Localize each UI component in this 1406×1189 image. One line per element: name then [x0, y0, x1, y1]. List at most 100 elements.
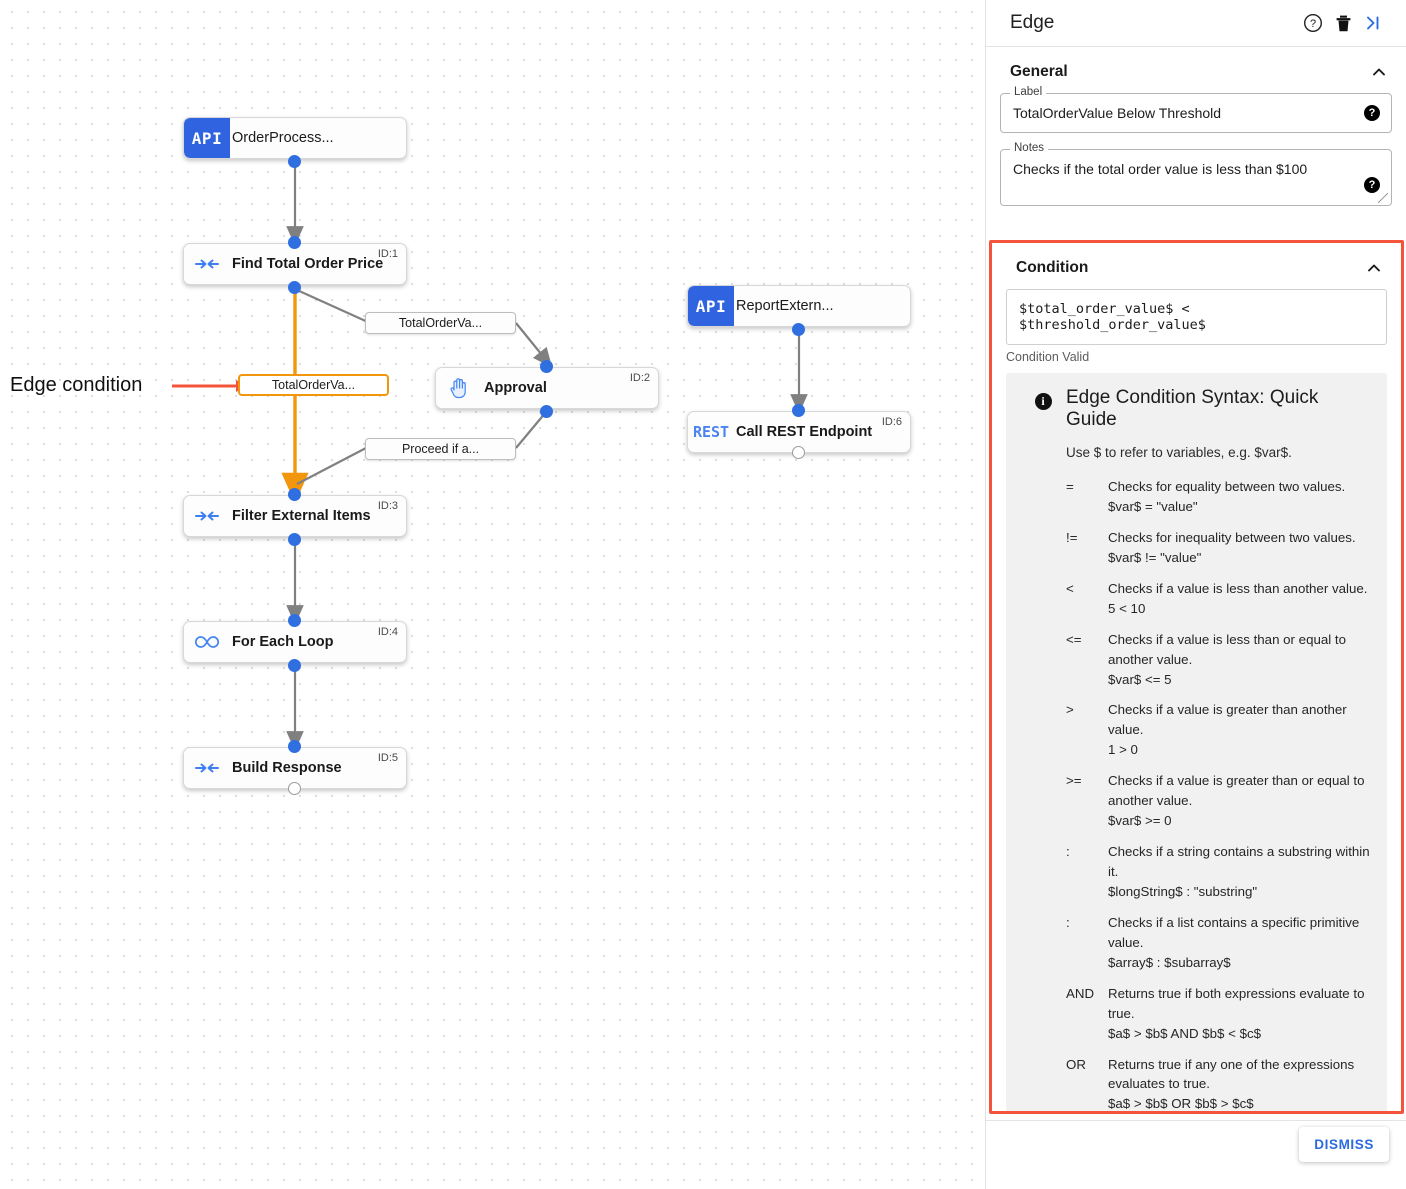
- condition-section-header[interactable]: Condition: [992, 243, 1401, 289]
- node-id-badge: ID:6: [881, 416, 902, 428]
- operator-description: Checks if a value is less than another v…: [1108, 579, 1373, 619]
- notes-field[interactable]: Notes Checks if the total order value is…: [1000, 142, 1392, 206]
- general-section-title: General: [1010, 63, 1068, 80]
- operator-symbol: !=: [1066, 529, 1078, 545]
- label-field-caption: Label: [1010, 86, 1047, 98]
- node-id-badge: ID:5: [377, 752, 398, 764]
- operator-example: $var$ = "value": [1108, 498, 1198, 514]
- api-icon: API: [184, 118, 230, 158]
- node-output-port[interactable]: [288, 782, 301, 795]
- operator-row: : Checks if a string contains a substring…: [1066, 842, 1373, 902]
- operator-description: Checks if a value is less than or equal …: [1108, 630, 1373, 690]
- edge-label-total-order-value-upper[interactable]: TotalOrderVa...: [365, 312, 516, 334]
- node-output-port[interactable]: [540, 405, 553, 418]
- general-section-header[interactable]: General: [986, 47, 1406, 93]
- operator-row: >= Checks if a value is greater than or e…: [1066, 771, 1373, 831]
- hand-icon: [436, 368, 482, 408]
- panel-header: Edge ?: [986, 0, 1406, 47]
- operator-symbol: <=: [1066, 631, 1082, 647]
- operator-symbol: >: [1066, 702, 1074, 718]
- node-output-port[interactable]: [288, 155, 301, 168]
- node-input-port[interactable]: [288, 614, 301, 627]
- operator-example: $var$ != "value": [1108, 549, 1202, 565]
- operator-example: 1 > 0: [1108, 742, 1138, 758]
- node-label: Build Response: [232, 760, 342, 776]
- node-input-port[interactable]: [792, 404, 805, 417]
- converge-arrows-icon: [184, 748, 230, 788]
- node-filter-external-items[interactable]: Filter External Items ID:3: [183, 495, 407, 537]
- notes-field-caption: Notes: [1010, 142, 1049, 154]
- operator-row: != Checks for inequality between two valu…: [1066, 528, 1373, 568]
- page-title: Edge: [1010, 12, 1055, 33]
- operator-description: Returns true if both expressions evaluat…: [1108, 984, 1373, 1044]
- operator-description: Checks for inequality between two values…: [1108, 528, 1373, 568]
- condition-validity-status: Condition Valid: [1006, 350, 1090, 364]
- dismiss-button[interactable]: DISMISS: [1299, 1127, 1389, 1162]
- operator-row: AND Returns true if both expressions eval…: [1066, 984, 1373, 1044]
- node-label: Filter External Items: [232, 508, 371, 524]
- node-report-external[interactable]: API ReportExtern...: [687, 285, 911, 327]
- notes-help-icon[interactable]: ?: [1364, 177, 1380, 193]
- delete-icon[interactable]: [1328, 8, 1358, 38]
- notes-resize-handle[interactable]: [1378, 193, 1388, 203]
- node-for-each-loop[interactable]: For Each Loop ID:4: [183, 621, 407, 663]
- node-output-port[interactable]: [288, 281, 301, 294]
- node-label: Approval: [484, 380, 547, 396]
- svg-text:?: ?: [1310, 18, 1316, 30]
- operator-row: <= Checks if a value is less than or equa…: [1066, 630, 1373, 690]
- edge-connections-layer: [172, 161, 808, 751]
- node-id-badge: ID:4: [377, 626, 398, 638]
- condition-expression-input[interactable]: $total_order_value$ < $threshold_order_v…: [1006, 289, 1387, 345]
- node-output-port[interactable]: [288, 659, 301, 672]
- operator-description: Checks for equality between two values.$…: [1108, 477, 1373, 517]
- node-input-port[interactable]: [288, 740, 301, 753]
- node-order-process[interactable]: API OrderProcess...: [183, 117, 407, 159]
- operator-symbol: <: [1066, 580, 1074, 596]
- node-find-total-order-price[interactable]: Find Total Order Price ID:1: [183, 243, 407, 285]
- condition-section-highlight: Condition $total_order_value$ < $thresho…: [989, 240, 1404, 1114]
- operator-example: 5 < 10: [1108, 600, 1146, 616]
- node-input-port[interactable]: [288, 236, 301, 249]
- node-input-port[interactable]: [288, 488, 301, 501]
- operator-example: $longString$ : "substring": [1108, 883, 1258, 899]
- operator-example: $array$ : $subarray$: [1108, 954, 1231, 970]
- node-id-badge: ID:2: [629, 372, 650, 384]
- collapse-panel-icon[interactable]: [1358, 8, 1388, 38]
- info-icon: i: [1020, 387, 1066, 1111]
- operator-row: > Checks if a value is greater than anoth…: [1066, 700, 1373, 760]
- label-field[interactable]: Label TotalOrderValue Below Threshold ?: [1000, 86, 1392, 133]
- guide-intro: Use $ to refer to variables, e.g. $var$.: [1066, 445, 1292, 460]
- operator-list: = Checks for equality between two values.…: [1066, 477, 1373, 1112]
- node-output-port[interactable]: [792, 446, 805, 459]
- node-input-port[interactable]: [540, 360, 553, 373]
- operator-row: = Checks for equality between two values.…: [1066, 477, 1373, 517]
- operator-symbol: AND: [1066, 985, 1095, 1001]
- chevron-up-icon[interactable]: [1365, 259, 1383, 277]
- node-output-port[interactable]: [288, 533, 301, 546]
- api-icon: API: [688, 286, 734, 326]
- edge-properties-panel: Edge ?: [985, 0, 1406, 1189]
- label-help-icon[interactable]: ?: [1364, 105, 1380, 121]
- operator-description: Checks if a value is greater than or equ…: [1108, 771, 1373, 831]
- node-output-port[interactable]: [792, 323, 805, 336]
- operator-symbol: :: [1066, 844, 1070, 860]
- operator-description: Checks if a value is greater than anothe…: [1108, 700, 1373, 760]
- operator-example: $a$ > $b$ AND $b$ < $c$: [1108, 1025, 1262, 1041]
- node-id-badge: ID:1: [377, 248, 398, 260]
- operator-description: Returns true if any one of the expressio…: [1108, 1055, 1373, 1112]
- chevron-up-icon[interactable]: [1370, 63, 1388, 81]
- node-label: Call REST Endpoint: [736, 424, 873, 440]
- operator-description: Checks if a string contains a substring …: [1108, 842, 1373, 902]
- operator-symbol: >=: [1066, 773, 1082, 789]
- operator-row: :Checks if a list contains a specific pr…: [1066, 913, 1373, 973]
- edge-condition-annotation: Edge condition: [10, 374, 143, 396]
- operator-symbol: =: [1066, 479, 1074, 494]
- flow-canvas[interactable]: Edge condition API OrderProcess... Find …: [0, 0, 985, 1189]
- node-approval[interactable]: Approval ID:2: [435, 367, 659, 409]
- condition-section-title: Condition: [1016, 259, 1089, 276]
- edge-label-proceed-if[interactable]: Proceed if a...: [365, 438, 516, 460]
- operator-example: $var$ <= 5: [1108, 671, 1172, 687]
- help-icon[interactable]: ?: [1298, 8, 1328, 38]
- edge-label-total-order-value-selected[interactable]: TotalOrderVa...: [238, 374, 389, 396]
